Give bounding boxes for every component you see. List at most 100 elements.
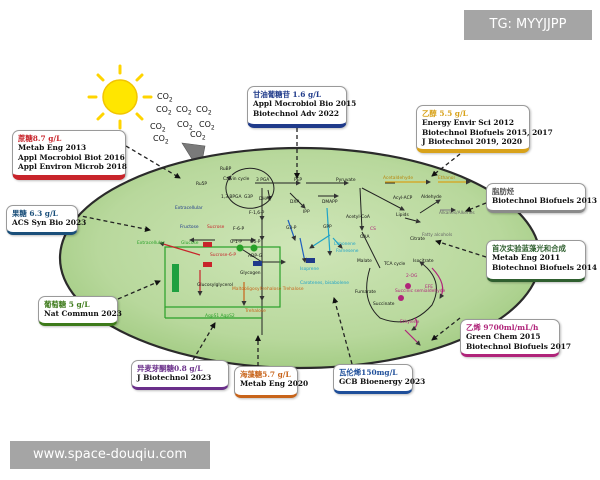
label-fatty-alcohols: Fatty alcohols (422, 232, 453, 238)
label-f6p: F-6-P (233, 226, 244, 232)
annotation-ref: Metab Eng 2020 (240, 379, 309, 389)
annotation-ref: Appl Mocrobiol Bio 2015 (253, 99, 357, 109)
label-agp: AgpS1 AgpS2 (205, 313, 235, 319)
label-dmapp: DMAPP (322, 199, 338, 205)
co2-label: CO2 (157, 92, 173, 104)
label-limonene: Limonene (334, 241, 356, 247)
label-farnesene: Farnesene (336, 248, 359, 254)
annotation-ref: J Biotechnol 2019, 2020 (422, 137, 523, 147)
calvin-cycle (225, 167, 275, 209)
annotation-ref: Green Chem 2015 (466, 332, 541, 342)
co2-label: CO2 (156, 105, 172, 117)
transporter-bar (172, 264, 179, 292)
label-citrate: Citrate (410, 236, 425, 242)
label-carotenes: Carotenes, bisabolene (300, 280, 349, 286)
watermark-top-right: TG: MYYJJPP (464, 10, 592, 40)
annotation-title: 葡萄糖 5 g/L (44, 300, 90, 309)
annotation-glucosylglycerol: 甘油葡糖苷 1.6 g/L Appl Mocrobiol Bio 2015 Bi… (247, 86, 357, 128)
co2-label: CO2 (196, 105, 212, 117)
annotation-ref: Biotechnol Biofuels 2015, 2017 (422, 127, 553, 137)
label-efe: EFE (425, 284, 433, 290)
annotation-isomaltulose: 异麦芽酮糖0.8 g/L J Biotechnol 2023 (131, 360, 229, 390)
co2-label: CO2 (176, 105, 192, 117)
watermark-bottom-left: www.space-douqiu.com (10, 441, 210, 469)
co2-label: CO2 (153, 134, 169, 146)
label-extracellular-top: Extracellular (175, 205, 203, 211)
label-g6p: G6-P (250, 239, 261, 245)
label-isoprene: Isoprene (300, 266, 319, 272)
label-glycogen: Glycogen (240, 270, 261, 276)
label-f16p: F-1,6-P (249, 210, 265, 216)
sun-icon (87, 64, 153, 130)
annotation-ref: ACS Syn Bio 2023 (12, 218, 87, 228)
annotation-ref: Biotechnol Biofuels 2017 (466, 341, 572, 351)
label-sucrose: Sucrose (207, 224, 225, 230)
annotation-title: 蔗糖8.7 g/L (18, 134, 62, 143)
label-acetaldehyde: Acetaldehyde (383, 175, 413, 181)
annotation-ref: Biotechnol Biofuels 2013 (492, 196, 598, 206)
annotation-ethanol: 乙醇 5.5 g/L Energy Envir Sci 2012 Biotech… (416, 105, 553, 153)
label-oaa: OAA (360, 234, 370, 240)
label-g3p-mid: G3-P (286, 225, 297, 231)
label-glucosylglycerol: Glucosylglycerol (197, 282, 233, 288)
label-pyruvate: Pyruvate (336, 177, 356, 183)
label-aldehyde: Aldehyde (421, 194, 442, 200)
annotation-ref: Metab Eng 2011 (492, 253, 561, 263)
label-adp-g: ADP-G (248, 253, 263, 259)
label-tca-cycle: TCA cycle (383, 261, 406, 267)
label-2og: 2-OG (406, 273, 418, 279)
co2-label: CO2 (150, 122, 166, 134)
annotation-title: 异麦芽酮糖0.8 g/L (137, 364, 203, 373)
label-trehalose: Trehalose (244, 308, 266, 314)
label-alkanes: Alkanes/Alkenes (439, 210, 475, 216)
label-isocitrate: Isocitrate (413, 258, 434, 264)
annotation-ref: GCB Bioenergy 2023 (339, 377, 426, 387)
label-g3p-top: G3P (244, 194, 253, 200)
label-fumarate: Fumarate (355, 289, 376, 295)
label-ipp: IPP (303, 209, 310, 215)
annotation-ref: Metab Eng 2013 (18, 143, 87, 153)
annotation-title: 首次实验蓝藻光和合成 (492, 244, 566, 253)
label-dhap: DHAP (259, 196, 272, 202)
annotation-alkanes: 脂肪烃 Biotechnol Biofuels 2013 (486, 183, 598, 213)
annotation-title: 果糖 6.3 g/L (12, 209, 58, 218)
annotation-title: 乙醇 5.5 g/L (422, 109, 468, 118)
label-rubp: RuBP (220, 166, 232, 172)
annotation-title: 甘油葡糖苷 1.6 g/L (253, 90, 322, 99)
label-g1p: G-1-P (230, 239, 242, 245)
annotation-valencene: 瓦伦烯150mg/L GCB Bioenergy 2023 (333, 364, 426, 394)
label-succinate: Succinate (373, 301, 395, 307)
label-gpp: GPP (323, 224, 332, 230)
label-13bpga: 1,3 BPGA (221, 194, 241, 200)
label-acyl-acp: Acyl-ACP (393, 195, 413, 201)
annotation-first-photosynthesis: 首次实验蓝藻光和合成 Metab Eng 2011 Biotechnol Bio… (486, 240, 598, 282)
annotation-title: 海藻糖5.7 g/L (240, 370, 291, 379)
annotation-ref: Appl Environ Microb 2018 (18, 162, 127, 172)
annotation-ref: Biotechnol Biofuels 2014 (492, 262, 598, 272)
label-acetyl-coa: Acetyl-CoA (346, 214, 370, 220)
label-extracellular-left: Extracellular (137, 240, 165, 246)
label-trehalose-synthesis: Maltooligosyltrehalose Trehalose (232, 286, 304, 292)
co2-label: CO2 (199, 120, 215, 132)
annotation-fructose: 果糖 6.3 g/L ACS Syn Bio 2023 (6, 205, 87, 235)
label-malate: Malate (357, 258, 372, 264)
annotation-title: 瓦伦烯150mg/L (339, 368, 398, 377)
annotation-glucose: 葡萄糖 5 g/L Nat Commun 2023 (38, 296, 122, 326)
label-lipids: Lipids (396, 212, 409, 218)
tca-cycle (366, 261, 445, 331)
label-ru5p: Ru5P (196, 181, 207, 187)
label-fructose: Fructose (180, 224, 199, 230)
annotation-ref: Appl Mocrobiol Biot 2016 (18, 152, 125, 162)
annotation-ref: Nat Commun 2023 (44, 309, 122, 319)
label-cs: CS (370, 226, 376, 232)
annotation-ref: Biotechnol Adv 2022 (253, 108, 339, 118)
co2-label: CO2 (177, 120, 193, 132)
enzyme-markers (203, 242, 411, 301)
label-ethanol: Ethanol (438, 175, 455, 181)
label-pep: PEP (294, 177, 302, 183)
label-ethylene: Ethylene (400, 319, 420, 325)
annotation-sucrose: 蔗糖8.7 g/L Metab Eng 2013 Appl Mocrobiol … (12, 130, 127, 180)
co2-label: CO2 (190, 130, 206, 142)
